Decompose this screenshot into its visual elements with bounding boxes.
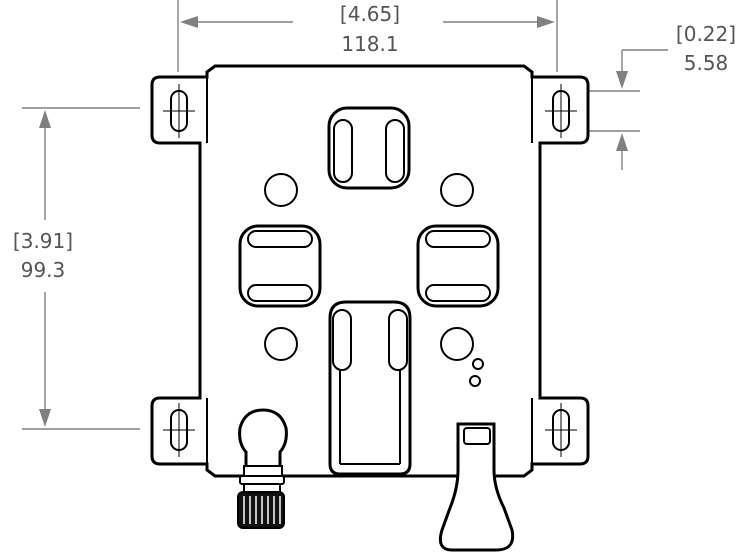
width-arrow-left xyxy=(180,16,198,28)
width-mm-label: 118.1 xyxy=(341,32,398,56)
width-arrow-right xyxy=(537,16,555,28)
bracket-outline xyxy=(150,64,590,478)
center-clip-channel xyxy=(328,300,412,476)
slot-mm-label: 5.58 xyxy=(684,51,729,75)
width-dimension: [4.65] 118.1 xyxy=(177,0,558,72)
slot-inch-label: [0.22] xyxy=(676,22,736,46)
height-arrow-bottom xyxy=(39,409,51,427)
bracket-body xyxy=(150,64,590,478)
height-arrow-top xyxy=(39,110,51,128)
slot-arrow-bottom xyxy=(616,133,628,151)
corner-slot-top-left xyxy=(163,84,195,138)
corner-slot-bottom-left xyxy=(163,403,195,457)
connector-bottom-left xyxy=(237,408,288,529)
slot-arrow-top xyxy=(616,71,628,89)
height-inch-label: [3.91] xyxy=(13,229,73,253)
pad-middle-right xyxy=(416,224,500,308)
hole-lower-left xyxy=(264,327,298,361)
slot-dimension: [0.22] 5.58 xyxy=(555,22,736,170)
width-inch-label: [4.65] xyxy=(340,2,400,26)
hole-upper-left xyxy=(264,173,298,207)
latch-window xyxy=(463,427,491,445)
connector-knurled-nut xyxy=(237,491,285,529)
pad-top-center xyxy=(327,106,411,190)
corner-slot-top-right xyxy=(545,84,577,138)
corner-slot-bottom-right xyxy=(545,403,577,457)
pad-middle-left xyxy=(238,224,322,308)
hole-lower-right xyxy=(440,327,474,361)
height-dimension: [3.91] 99.3 xyxy=(13,107,140,430)
height-mm-label: 99.3 xyxy=(21,258,66,282)
hole-upper-right xyxy=(440,173,474,207)
indicator-hole-upper xyxy=(472,358,484,370)
latch-tab-bottom-right xyxy=(438,422,515,552)
indicator-hole-lower xyxy=(469,375,481,387)
